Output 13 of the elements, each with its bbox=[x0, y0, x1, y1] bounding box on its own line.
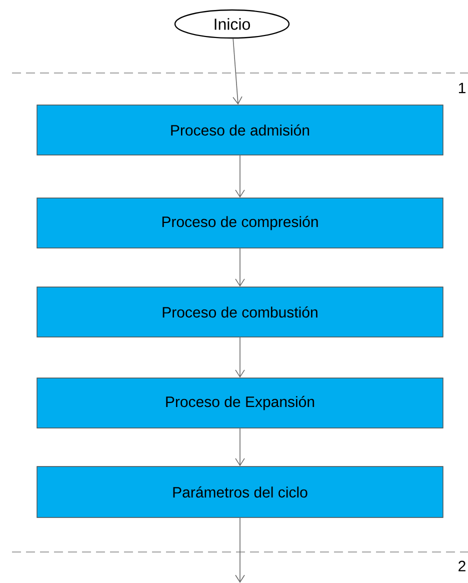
section-number: 1 bbox=[458, 82, 466, 94]
arrow bbox=[235, 428, 245, 466]
process-box: Proceso de Expansión bbox=[36, 378, 444, 428]
arrow bbox=[235, 336, 245, 378]
arrow bbox=[235, 517, 245, 583]
arrow bbox=[235, 248, 245, 287]
section-number: 2 bbox=[458, 560, 466, 572]
process-box: Proceso de compresión bbox=[36, 198, 444, 248]
process-box: Proceso de combustión bbox=[36, 286, 444, 338]
arrow bbox=[235, 154, 245, 198]
arrow bbox=[232, 38, 242, 105]
process-box: Parámetros del ciclo bbox=[36, 466, 444, 518]
process-box: Proceso de admisión bbox=[36, 104, 444, 156]
